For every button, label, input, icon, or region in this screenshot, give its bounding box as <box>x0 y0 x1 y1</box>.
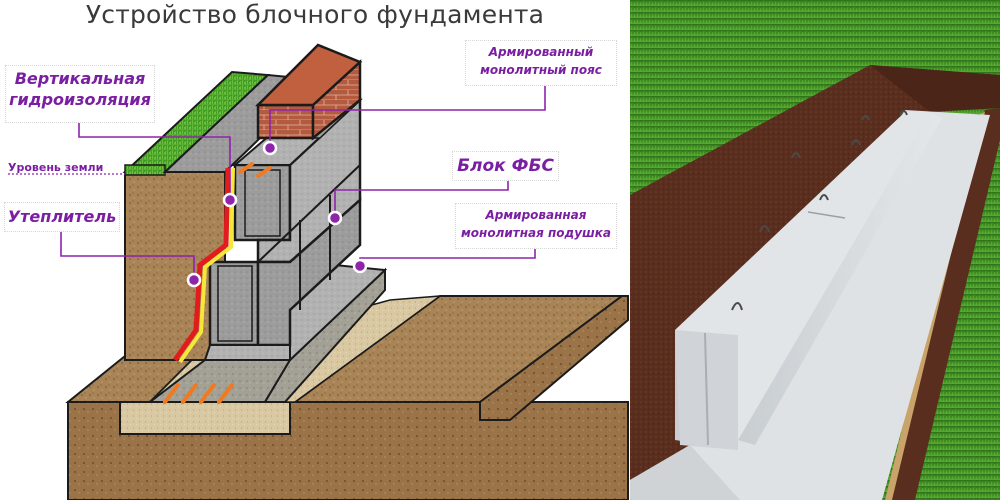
label-ground-level: Уровень земли <box>8 161 104 174</box>
label-insulation: Утеплитель <box>4 202 120 232</box>
label-line-2: гидроизоляция <box>9 90 151 109</box>
label-line-1: Вертикальная <box>14 69 146 88</box>
trench-render-photo <box>630 0 1000 500</box>
fbs-block-upper <box>233 163 292 242</box>
label-line-1: Армированный <box>488 45 594 59</box>
marker-fbs-block <box>327 210 343 226</box>
label-reinforced-cushion: Армированная монолитная подушка <box>455 203 617 249</box>
waterproofing-layer <box>172 167 231 362</box>
marker-waterproofing <box>222 192 238 208</box>
label-line-2: монолитная подушка <box>460 226 612 240</box>
foundation-cross-section-illustration <box>8 43 629 500</box>
foundation-diagram: Устройство блочного фундамента <box>4 0 629 500</box>
marker-reinforced-cushion <box>352 258 368 274</box>
insulation-layer <box>178 167 235 364</box>
fbs-block-top <box>675 112 930 440</box>
label-line-1: Армированная <box>485 208 587 222</box>
diagram-title: Устройство блочного фундамента <box>85 0 545 29</box>
label-line-2: монолитный пояс <box>480 63 602 77</box>
fbs-block-lower <box>208 260 260 347</box>
lifting-loop <box>731 302 743 311</box>
fbs-block-side <box>738 112 942 445</box>
marker-insulation <box>186 272 202 288</box>
fbs-blocks-in-trench-illustration <box>630 0 1000 500</box>
label-vertical-waterproofing: Вертикальная гидроизоляция <box>5 65 155 123</box>
label-reinforced-belt: Армированный монолитный пояс <box>465 40 617 86</box>
marker-reinforced-belt <box>262 140 278 156</box>
label-fbs-block: Блок ФБС <box>452 151 559 181</box>
